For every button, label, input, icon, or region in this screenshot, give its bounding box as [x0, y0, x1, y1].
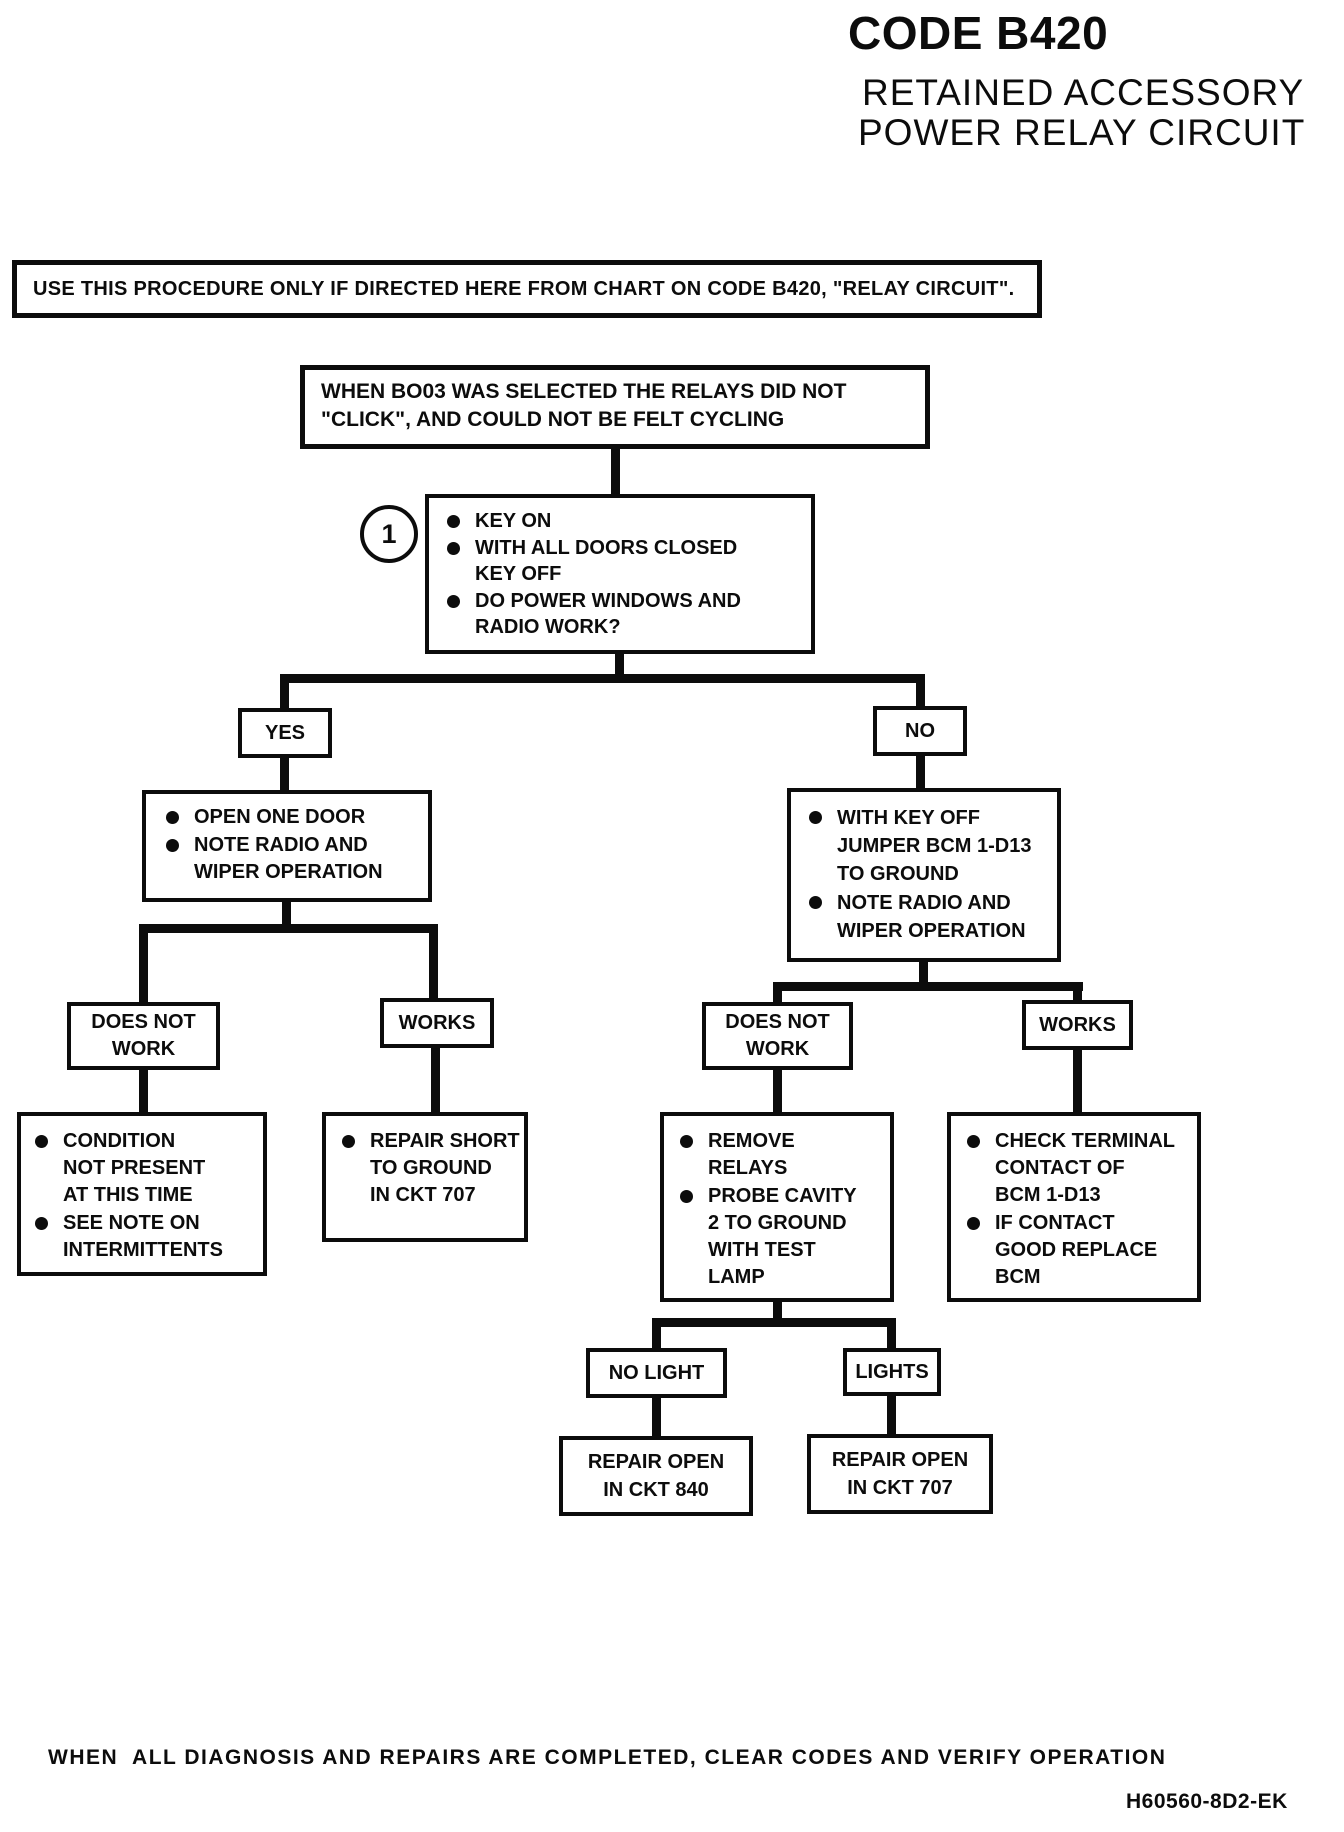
split-bar-level-1 [280, 674, 925, 683]
step-1-number: 1 [381, 518, 397, 549]
no-works-bullet-1: CHECK TERMINAL CONTACT OF BCM 1-D13 [959, 1128, 1195, 1209]
yes-dnw-bullet-2: SEE NOTE ON INTERMITTENTS [27, 1210, 261, 1264]
bullet-text: WITH ALL DOORS CLOSED KEY OFF [475, 537, 738, 585]
no-does-not-work-box: DOES NOT WORK [702, 1002, 853, 1070]
doc-reference: H60560-8D2-EK [1126, 1790, 1288, 1813]
bullet-text: DO POWER WINDOWS AND RADIO WORK? [475, 590, 741, 638]
bullet-text: NOTE RADIO AND WIPER OPERATION [194, 834, 383, 883]
question-node: KEY ON WITH ALL DOORS CLOSED KEY OFF DO … [425, 494, 815, 654]
connector-no-works-to-result [1073, 1050, 1082, 1114]
repair-open-ckt707-box: REPAIR OPEN IN CKT 707 [807, 1434, 993, 1514]
connector-question-to-split [615, 652, 624, 678]
connector-no-dnw-to-action [773, 1070, 782, 1114]
connector-drop-yes-dnw [139, 924, 148, 1004]
subtitle-line-2: POWER RELAY CIRCUIT [858, 112, 1306, 153]
bullet-text: CHECK TERMINAL CONTACT OF BCM 1-D13 [995, 1130, 1175, 1206]
connector-drop-no-works [1073, 982, 1082, 1002]
bullet-text: PROBE CAVITY 2 TO GROUND WITH TEST LAMP [708, 1185, 857, 1288]
bullet-text: IF CONTACT GOOD REPLACE BCM [995, 1212, 1158, 1288]
repair-open-ckt840-box: REPAIR OPEN IN CKT 840 [559, 1436, 753, 1516]
connector-yes-works-to-result [431, 1048, 440, 1114]
connector-drop-lights [887, 1318, 896, 1350]
connector-start-to-question [611, 447, 620, 496]
no-dnw-bullet-1: REMOVE RELAYS [672, 1128, 888, 1182]
connector-no-to-action [916, 756, 925, 792]
start-node: WHEN BO03 WAS SELECTED THE RELAYS DID NO… [300, 365, 930, 449]
connector-no-action-to-split [919, 962, 928, 986]
condition-not-present-box: CONDITION NOT PRESENT AT THIS TIME SEE N… [17, 1112, 267, 1276]
usage-note-text: USE THIS PROCEDURE ONLY IF DIRECTED HERE… [33, 277, 1015, 300]
connector-drop-no [916, 674, 925, 710]
yes-does-not-work-box: DOES NOT WORK [67, 1002, 220, 1070]
no-action-bullet-2: NOTE RADIO AND WIPER OPERATION [801, 889, 1055, 945]
yes-dnw-bullet-1: CONDITION NOT PRESENT AT THIS TIME [27, 1128, 261, 1209]
bullet-icon [35, 1217, 48, 1230]
connector-no-light-to-result [652, 1398, 661, 1438]
connector-drop-no-dnw [773, 982, 782, 1004]
no-light-box: NO LIGHT [586, 1348, 727, 1398]
connector-yes-action-to-split [282, 900, 291, 928]
yes-action-bullet-1: OPEN ONE DOOR [158, 804, 424, 831]
no-dnw-bullet-2: PROBE CAVITY 2 TO GROUND WITH TEST LAMP [672, 1183, 888, 1291]
yes-label-box: YES [238, 708, 332, 758]
footer-note: WHEN ALL DIAGNOSIS AND REPAIRS ARE COMPL… [48, 1746, 1167, 1769]
bullet-icon [809, 896, 822, 909]
bullet-icon [447, 595, 460, 608]
page-title: CODE B420 [848, 6, 1108, 60]
bullet-icon [342, 1135, 355, 1148]
bullet-icon [680, 1190, 693, 1203]
bullet-icon [680, 1135, 693, 1148]
question-bullet-2: WITH ALL DOORS CLOSED KEY OFF [439, 535, 805, 587]
start-text: WHEN BO03 WAS SELECTED THE RELAYS DID NO… [321, 380, 847, 431]
subtitle-line-1: RETAINED ACCESSORY [862, 72, 1305, 113]
check-terminal-box: CHECK TERMINAL CONTACT OF BCM 1-D13 IF C… [947, 1112, 1201, 1302]
code-title: CODE B420 [848, 7, 1109, 59]
connector-yes-to-action [280, 756, 289, 792]
lights-box: LIGHTS [843, 1348, 941, 1396]
connector-yes-dnw-to-result [139, 1070, 148, 1114]
step-1-marker: 1 [360, 505, 418, 563]
no-works-box: WORKS [1022, 1000, 1133, 1050]
bullet-icon [35, 1135, 48, 1148]
connector-drop-yes-works [429, 924, 438, 1000]
repair-short-ckt707-box: REPAIR SHORT TO GROUND IN CKT 707 [322, 1112, 528, 1242]
bullet-text: REPAIR SHORT TO GROUND IN CKT 707 [370, 1130, 520, 1206]
no-label-box: NO [873, 706, 967, 756]
bullet-icon [967, 1135, 980, 1148]
yes-works-bullet-1: REPAIR SHORT TO GROUND IN CKT 707 [334, 1128, 522, 1209]
yes-works-box: WORKS [380, 998, 494, 1048]
bullet-text: CONDITION NOT PRESENT AT THIS TIME [63, 1130, 206, 1206]
connector-drop-no-light [652, 1318, 661, 1350]
usage-note-box: USE THIS PROCEDURE ONLY IF DIRECTED HERE… [12, 260, 1042, 318]
bullet-icon [967, 1217, 980, 1230]
no-action-node: WITH KEY OFF JUMPER BCM 1-D13 TO GROUND … [787, 788, 1061, 962]
bullet-text: OPEN ONE DOOR [194, 806, 366, 828]
bullet-text: REMOVE RELAYS [708, 1130, 795, 1179]
no-action-bullet-1: WITH KEY OFF JUMPER BCM 1-D13 TO GROUND [801, 804, 1055, 888]
bullet-text: SEE NOTE ON INTERMITTENTS [63, 1212, 223, 1261]
bullet-icon [166, 811, 179, 824]
bullet-icon [166, 839, 179, 852]
bullet-text: NOTE RADIO AND WIPER OPERATION [837, 892, 1026, 942]
split-bar-yes [139, 924, 437, 933]
yes-action-node: OPEN ONE DOOR NOTE RADIO AND WIPER OPERA… [142, 790, 432, 902]
question-bullet-1: KEY ON [439, 508, 805, 534]
yes-action-bullet-2: NOTE RADIO AND WIPER OPERATION [158, 832, 424, 886]
bullet-icon [809, 811, 822, 824]
split-bar-no [773, 982, 1083, 991]
bullet-text: KEY ON [475, 510, 552, 532]
connector-lights-to-result [887, 1396, 896, 1436]
connector-drop-yes [280, 674, 289, 712]
connector-lamp-to-split [773, 1300, 782, 1322]
remove-relays-box: REMOVE RELAYS PROBE CAVITY 2 TO GROUND W… [660, 1112, 894, 1302]
question-bullet-3: DO POWER WINDOWS AND RADIO WORK? [439, 588, 805, 640]
bullet-icon [447, 542, 460, 555]
bullet-icon [447, 515, 460, 528]
no-works-bullet-2: IF CONTACT GOOD REPLACE BCM [959, 1210, 1195, 1291]
split-bar-lamp [652, 1318, 896, 1327]
bullet-text: WITH KEY OFF JUMPER BCM 1-D13 TO GROUND [837, 807, 1032, 885]
